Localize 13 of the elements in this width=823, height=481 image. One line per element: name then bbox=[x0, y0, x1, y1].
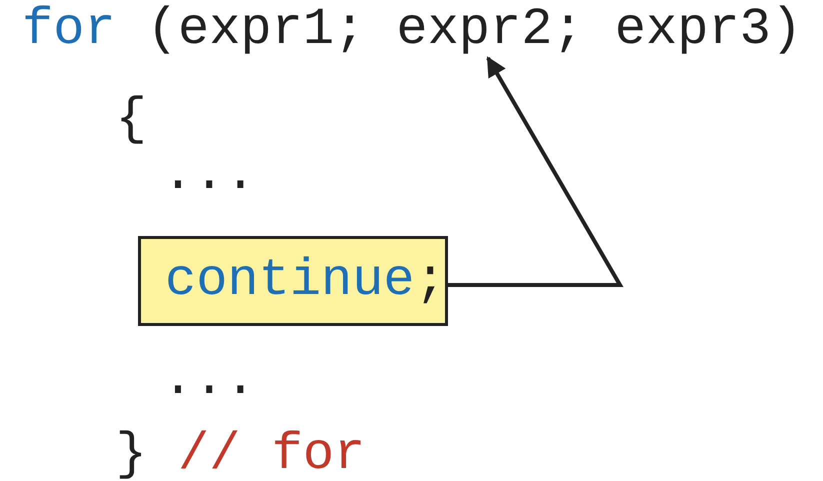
code-text: ... bbox=[162, 350, 256, 410]
code-comment: // for bbox=[178, 425, 366, 481]
code-text: (expr1; bbox=[146, 0, 366, 60]
code-text: ; bbox=[414, 251, 446, 311]
code-text: expr3) bbox=[614, 0, 802, 60]
code-text: expr2; bbox=[396, 0, 584, 60]
code-text: { bbox=[116, 90, 147, 150]
code-keyword: for bbox=[22, 0, 116, 60]
code-text: ... bbox=[162, 145, 256, 205]
arrow bbox=[448, 56, 624, 287]
code-text: } bbox=[116, 425, 147, 481]
highlight-box bbox=[138, 236, 448, 326]
code-keyword: continue bbox=[165, 251, 415, 311]
